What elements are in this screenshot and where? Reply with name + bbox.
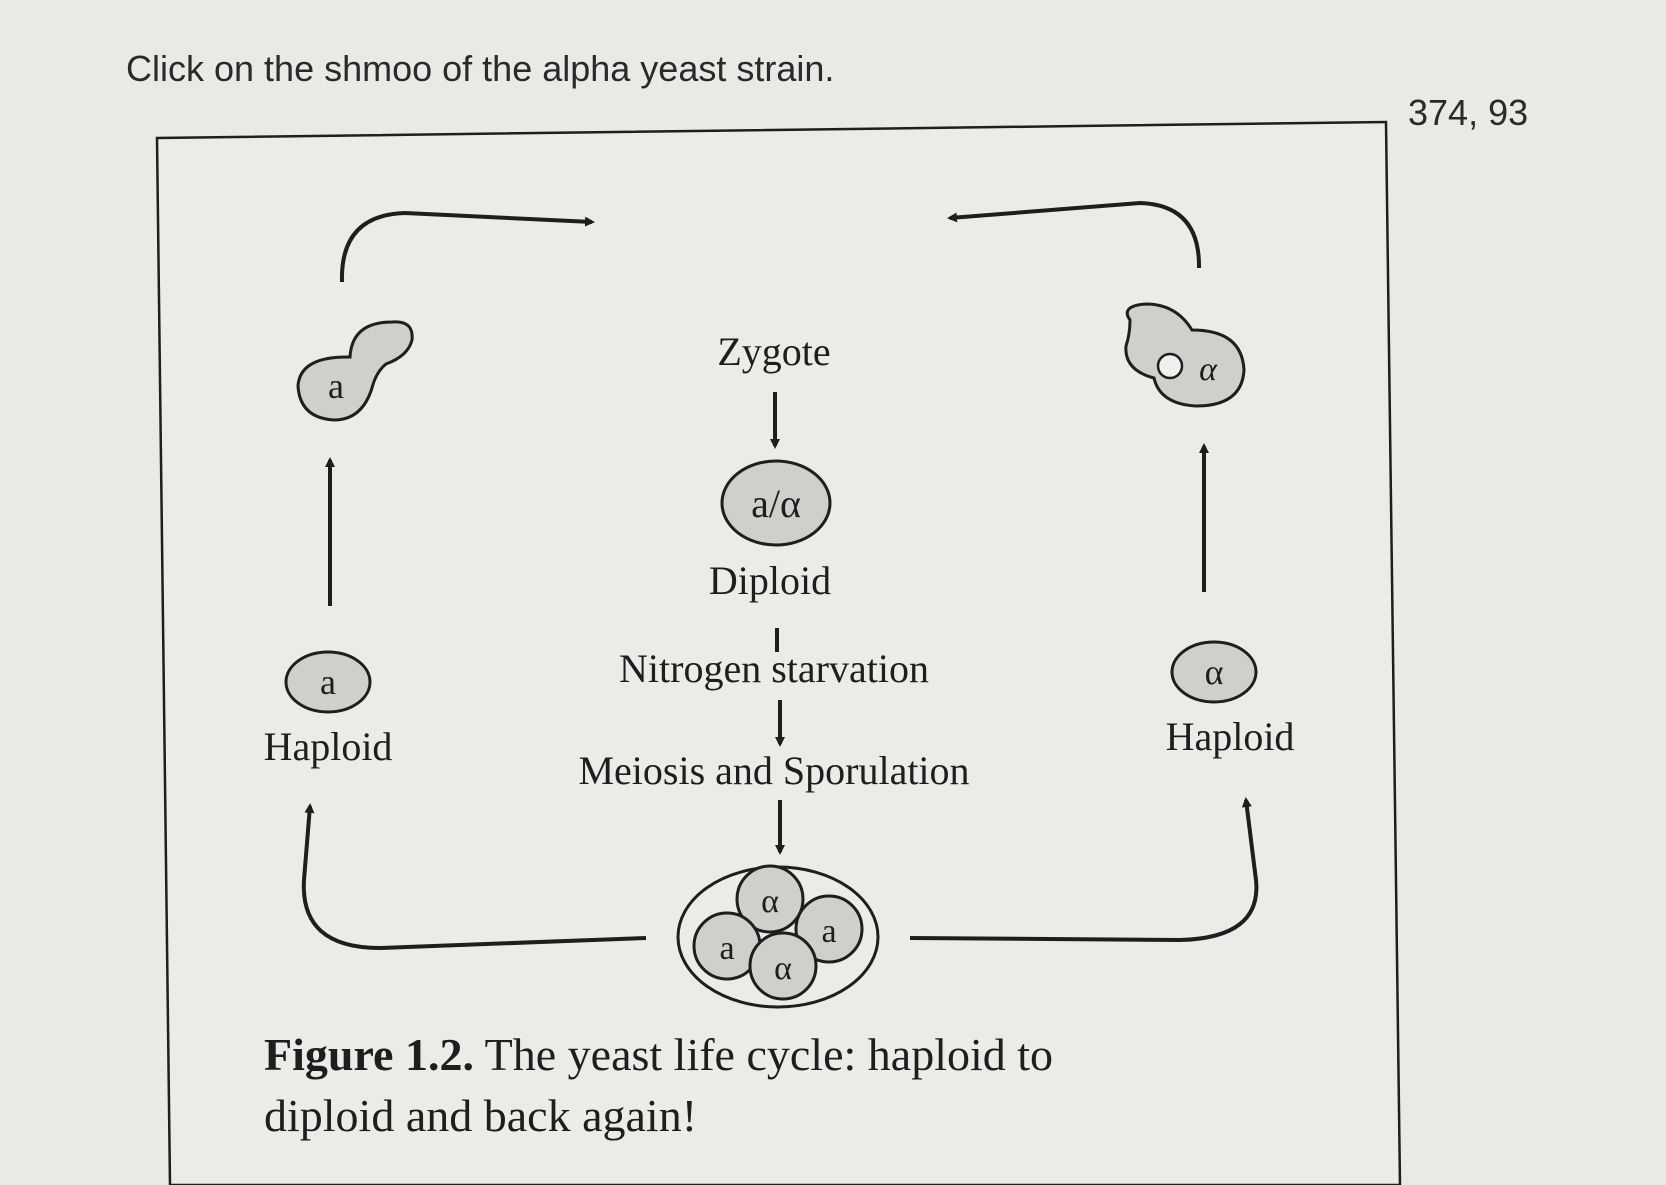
figure-caption-line1: Figure 1.2. The yeast life cycle: haploi… [264,1029,1053,1080]
right-shmoo-label: α [1199,351,1218,388]
left-shmoo-label: a [328,366,344,406]
spore-label: a [821,913,836,950]
diploid-cell-label: a/α [751,481,801,526]
figure-caption-line2: diploid and back again! [264,1090,697,1141]
zygote-label: Zygote [717,329,830,374]
right-haploid-label: Haploid [1166,714,1295,759]
caption-rest: The yeast life cycle: haploid to [474,1029,1053,1080]
nitrogen-starvation-label: Nitrogen starvation [619,646,929,691]
right-haploid-cell: α [1172,642,1256,702]
fusion-spot-icon [1158,354,1182,378]
left-haploid-label: Haploid [264,724,393,769]
meiosis-sporulation-label: Meiosis and Sporulation [578,748,969,793]
spore-label: α [774,950,792,987]
diploid-cell: a/α [722,461,830,545]
ascus: α a a α [678,866,878,1007]
left-haploid-cell: a [286,652,370,712]
right-haploid-cell-label: α [1205,652,1224,692]
diploid-label: Diploid [709,558,831,603]
spore-label: a [719,930,734,967]
spore-label: α [761,883,779,920]
left-haploid-cell-label: a [320,662,336,702]
caption-bold: Figure 1.2. [264,1029,474,1080]
